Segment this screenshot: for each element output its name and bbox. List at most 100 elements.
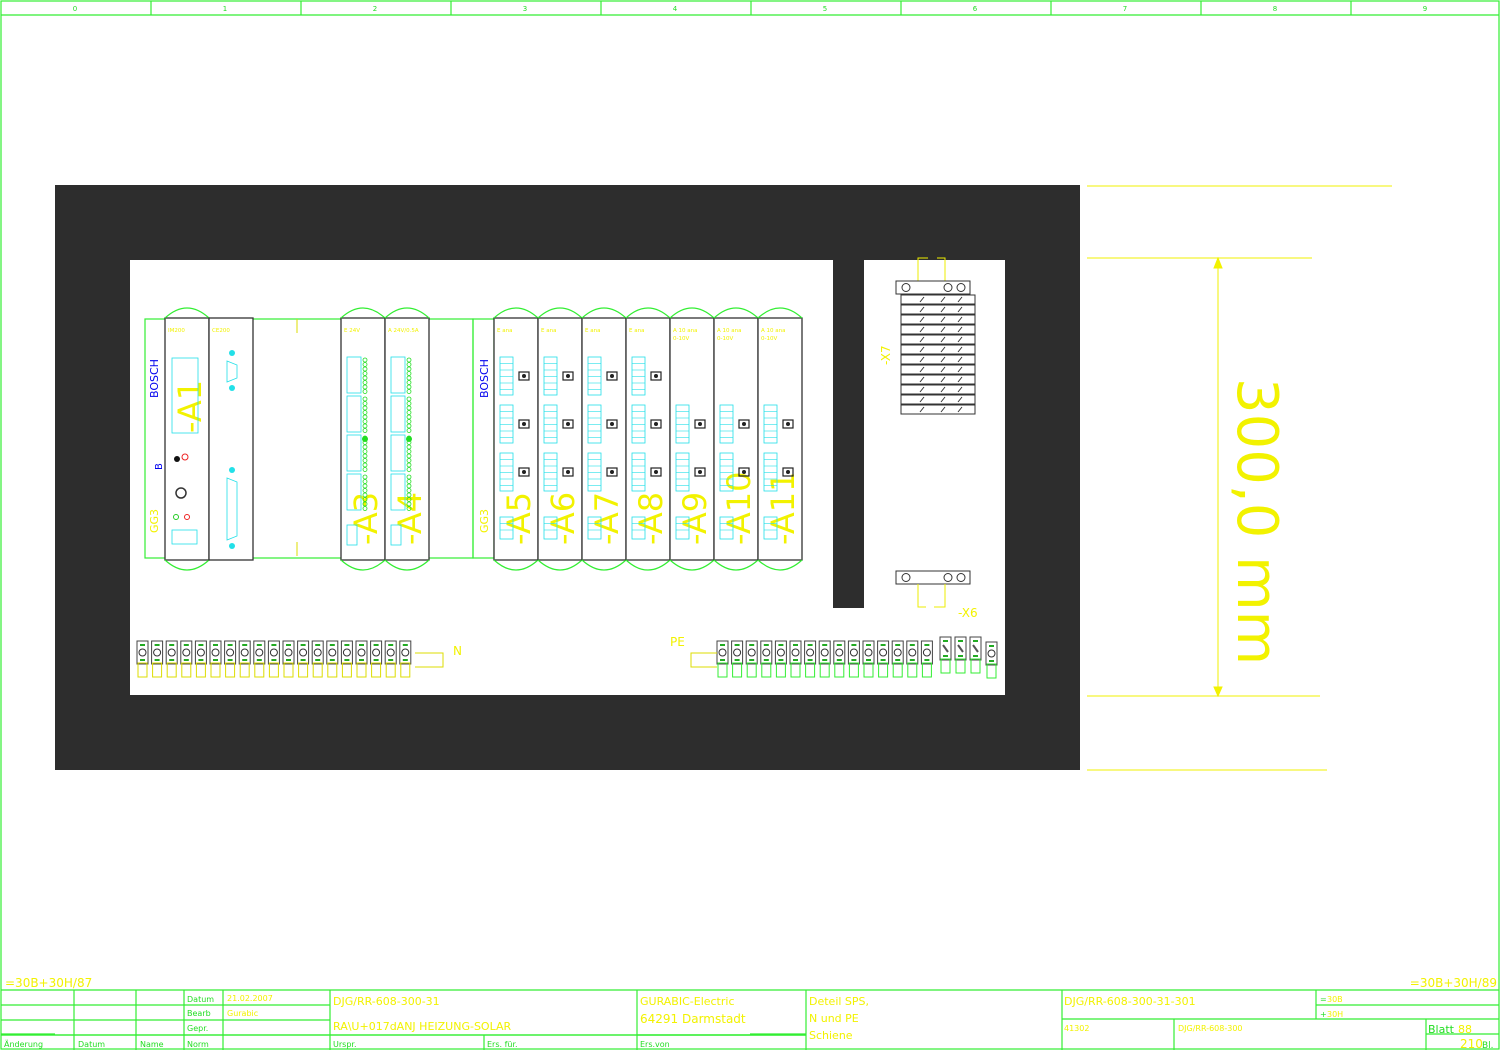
module-header-2: 0-10V [761, 336, 777, 342]
n-terminal [209, 640, 222, 678]
blatt-label: Blatt [1428, 1023, 1455, 1036]
connector-pin-icon [229, 350, 235, 356]
x7-terminal [900, 344, 976, 355]
terminal-block-icon [390, 473, 406, 511]
code-number: 41302 [1064, 1024, 1089, 1033]
terminal-block-icon [390, 434, 406, 472]
led-green-icon [173, 514, 179, 520]
led-icon [362, 483, 368, 489]
module-a8: E ana-A8 [625, 307, 671, 571]
module-id-label: -A8 [632, 492, 670, 545]
led-icon [362, 449, 368, 454]
terminal-block-icon [499, 356, 514, 396]
potentiometer-icon [694, 467, 706, 477]
led-red-icon [184, 514, 190, 520]
description-line-2: N und PE [809, 1012, 859, 1025]
screw-icon [733, 648, 742, 657]
potentiometer-icon [738, 467, 750, 477]
pe-terminal [774, 640, 787, 678]
terminal-block-icon [675, 516, 690, 540]
gepr-label: Gepr. [187, 1024, 208, 1033]
potentiometer-icon [694, 419, 706, 429]
led-icon [362, 357, 368, 363]
module-header-2: 0-10V [717, 336, 733, 342]
screw-icon [849, 648, 858, 657]
n-bridge [415, 652, 444, 668]
potentiometer-icon [562, 419, 574, 429]
datum-label: Datum [187, 995, 214, 1004]
ref-left: =30B+30H/87 [5, 976, 92, 990]
potentiometer-icon [518, 371, 530, 381]
led-icon [362, 375, 368, 381]
datum-col-label: Datum [78, 1040, 105, 1049]
datum-value: 21.02.2007 [227, 994, 273, 1003]
terminal-block-icon [346, 356, 362, 394]
ruler-label: 8 [1273, 5, 1277, 13]
led-icon [406, 467, 412, 472]
x7-terminal [900, 354, 976, 365]
screw-icon [901, 283, 911, 292]
terminal-block-icon [587, 516, 602, 540]
led-icon [406, 479, 412, 484]
module-header: CE200 [212, 328, 230, 334]
memory-module-icon [171, 357, 199, 434]
x6-terminal-strip [895, 570, 971, 608]
led-icon [406, 414, 412, 420]
pe-terminal [760, 640, 773, 678]
module-header: E ana [585, 328, 600, 334]
ruler-label: 2 [373, 5, 377, 13]
terminal-block-icon [346, 473, 362, 511]
group-label: GG3 [148, 509, 161, 533]
module-header: A 10 ana [673, 328, 697, 334]
led-icon [362, 396, 368, 402]
n-terminal [253, 640, 266, 678]
norm-label: Norm [187, 1040, 209, 1049]
sub-d-connector-icon [226, 477, 238, 541]
led-icon [362, 423, 368, 429]
description-line-3: Schiene [809, 1029, 853, 1042]
terminal-block-icon [719, 516, 734, 540]
screw-icon [342, 648, 351, 657]
x7-terminal [900, 404, 976, 415]
company-name: GURABIC-Electric [640, 995, 735, 1008]
ruler-label: 5 [823, 5, 827, 13]
led-icon [362, 506, 368, 511]
terminal-block-icon [719, 404, 734, 444]
terminal-block-icon [675, 452, 690, 492]
led-icon [406, 462, 412, 468]
terminal-block-icon [390, 356, 406, 394]
dimension-300mm [1087, 185, 1392, 771]
module-id-label: -A1 [171, 380, 209, 433]
sub-d-connector-icon [226, 360, 238, 383]
led-icon [406, 423, 412, 429]
module-id-label: -A6 [544, 492, 582, 545]
led-icon [406, 371, 412, 376]
n-terminal [151, 640, 164, 678]
led-icon [362, 401, 368, 406]
led-icon [362, 444, 368, 450]
led-icon [362, 384, 368, 390]
led-icon [406, 389, 412, 394]
led-icon [362, 410, 368, 415]
led-icon [362, 371, 368, 376]
screw-icon [791, 648, 800, 657]
screw-icon [943, 573, 953, 582]
eq-sign: = [1320, 995, 1327, 1004]
screw-icon [776, 648, 785, 657]
fuse-terminal [954, 636, 967, 674]
n-terminal [311, 640, 324, 678]
pe-terminal [745, 640, 758, 678]
n-terminal [370, 640, 383, 678]
potentiometer-icon [562, 467, 574, 477]
pe-terminal [731, 640, 744, 678]
module-a5: E ana-A5 [493, 307, 539, 571]
n-terminal [340, 640, 353, 678]
n-terminal [180, 640, 193, 678]
led-icon [406, 444, 412, 450]
status-led-icon [406, 436, 412, 442]
led-icon [406, 366, 412, 372]
screw-icon [956, 283, 966, 292]
screw-icon [240, 648, 249, 657]
bl-label: Bl. [1482, 1041, 1494, 1050]
